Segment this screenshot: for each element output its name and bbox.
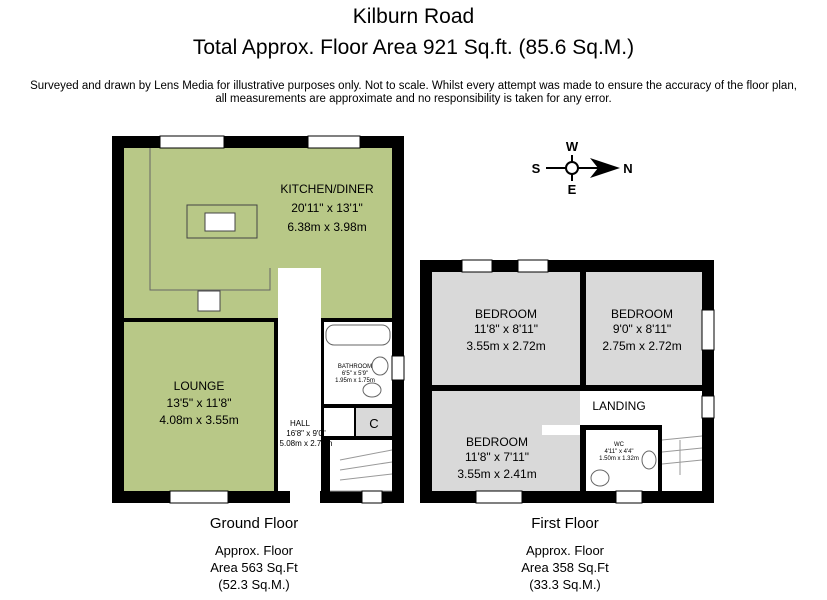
lounge-metric: 4.08m x 3.55m — [159, 413, 238, 427]
window — [361, 490, 383, 504]
total-area: Total Approx. Floor Area 921 Sq.ft. (85.… — [192, 36, 635, 59]
compass-n: N — [623, 161, 632, 176]
bedroom3-name: BEDROOM — [466, 435, 528, 449]
compass-center — [565, 161, 579, 175]
bedroom1-room — [432, 272, 580, 385]
basin-icon — [371, 356, 389, 376]
first-area-line: Area 358 Sq.Ft — [521, 560, 609, 575]
bedroom1-imperial: 11'8" x 8'11" — [474, 322, 538, 336]
hall-nook — [324, 408, 354, 436]
landing-room — [542, 425, 580, 435]
wc-name: WC — [614, 442, 625, 448]
landing-name: LANDING — [592, 399, 645, 413]
stairs-lines — [661, 435, 703, 475]
disclaimer-line: Surveyed and drawn by Lens Media for ill… — [30, 80, 797, 92]
toilet-icon — [362, 382, 382, 398]
window — [475, 490, 523, 504]
window — [517, 259, 549, 273]
bathroom-name: BATHROOM — [338, 364, 372, 370]
ground-area-line: (52.3 Sq.M.) — [218, 577, 290, 592]
window — [307, 135, 361, 149]
bathroom-metric: 1.95m x 1.75m — [335, 378, 375, 384]
disclaimer: Surveyed and drawn by Lens Media for ill… — [0, 80, 827, 106]
compass-s: S — [532, 161, 541, 176]
lounge-name: LOUNGE — [174, 379, 225, 393]
kitchen-metric: 6.38m x 3.98m — [287, 220, 366, 234]
first-area-line: Approx. Floor — [526, 543, 605, 558]
first-floor-plan: BEDROOM 11'8" x 8'11" 3.55m x 2.72m BEDR… — [420, 259, 715, 504]
basin-icon — [641, 450, 657, 470]
kitchen-name: KITCHEN/DINER — [280, 182, 374, 196]
kitchen-island — [186, 204, 258, 239]
toilet-icon — [590, 469, 610, 487]
bedroom3-metric: 3.55m x 2.41m — [457, 467, 536, 481]
bedroom2-name: BEDROOM — [611, 307, 673, 321]
lounge-imperial: 13'5" x 11'8" — [167, 396, 232, 410]
bedroom3-room — [432, 391, 580, 491]
window — [615, 490, 643, 504]
window — [701, 395, 715, 419]
bedroom1-metric: 3.55m x 2.72m — [466, 339, 545, 353]
hob-icon — [197, 290, 221, 312]
wc-metric: 1.50m x 1.32m — [599, 456, 639, 462]
first-stairs — [662, 425, 702, 491]
hall-metric: 5.08m x 2.75m — [280, 439, 333, 448]
compass: W S E N — [532, 139, 633, 197]
ground-floor-label: Ground Floor — [210, 515, 298, 532]
bedroom1-name: BEDROOM — [475, 307, 537, 321]
wc-imperial: 4'11" x 4'4" — [604, 449, 633, 455]
bath-icon — [325, 324, 391, 346]
patio-door — [159, 135, 225, 149]
lounge-room — [124, 322, 274, 491]
bedroom3-imperial: 11'8" x 7'11" — [465, 450, 529, 464]
disclaimer-line: all measurements are approximate and no … — [215, 93, 612, 105]
ground-area-line: Approx. Floor — [215, 543, 294, 558]
window — [461, 259, 493, 273]
first-area-line: (33.3 Sq.M.) — [529, 577, 601, 592]
window — [391, 355, 405, 381]
first-floor-label: First Floor — [531, 515, 599, 532]
bedroom2-imperial: 9'0" x 8'11" — [613, 322, 671, 336]
bedroom2-room — [586, 272, 702, 385]
bedroom2-metric: 2.75m x 2.72m — [602, 339, 681, 353]
ground-stairs — [330, 440, 392, 491]
hall-imperial: 16'8" x 9'0" — [286, 429, 326, 438]
sink-icon — [204, 212, 236, 232]
ground-floor-plan: BATHROOM 6'5" x 5'9" 1.95m x 1.75m KITCH… — [112, 135, 405, 504]
cupboard-name: C — [369, 416, 378, 431]
cupboard-room — [356, 408, 392, 436]
ground-area-line: Area 563 Sq.Ft — [210, 560, 298, 575]
arrow-north-icon — [590, 158, 620, 178]
compass-e: E — [568, 182, 577, 197]
plan-title: Kilburn Road — [352, 5, 475, 28]
window — [701, 309, 715, 351]
compass-w: W — [566, 139, 579, 154]
bathroom-imperial: 6'5" x 5'9" — [342, 371, 368, 377]
hall-room — [278, 268, 321, 491]
front-door — [290, 491, 320, 503]
hall-name: HALL — [290, 419, 311, 428]
kitchen-counter — [149, 148, 271, 291]
kitchen-imperial: 20'11" x 13'1" — [291, 201, 363, 215]
window — [169, 490, 229, 504]
